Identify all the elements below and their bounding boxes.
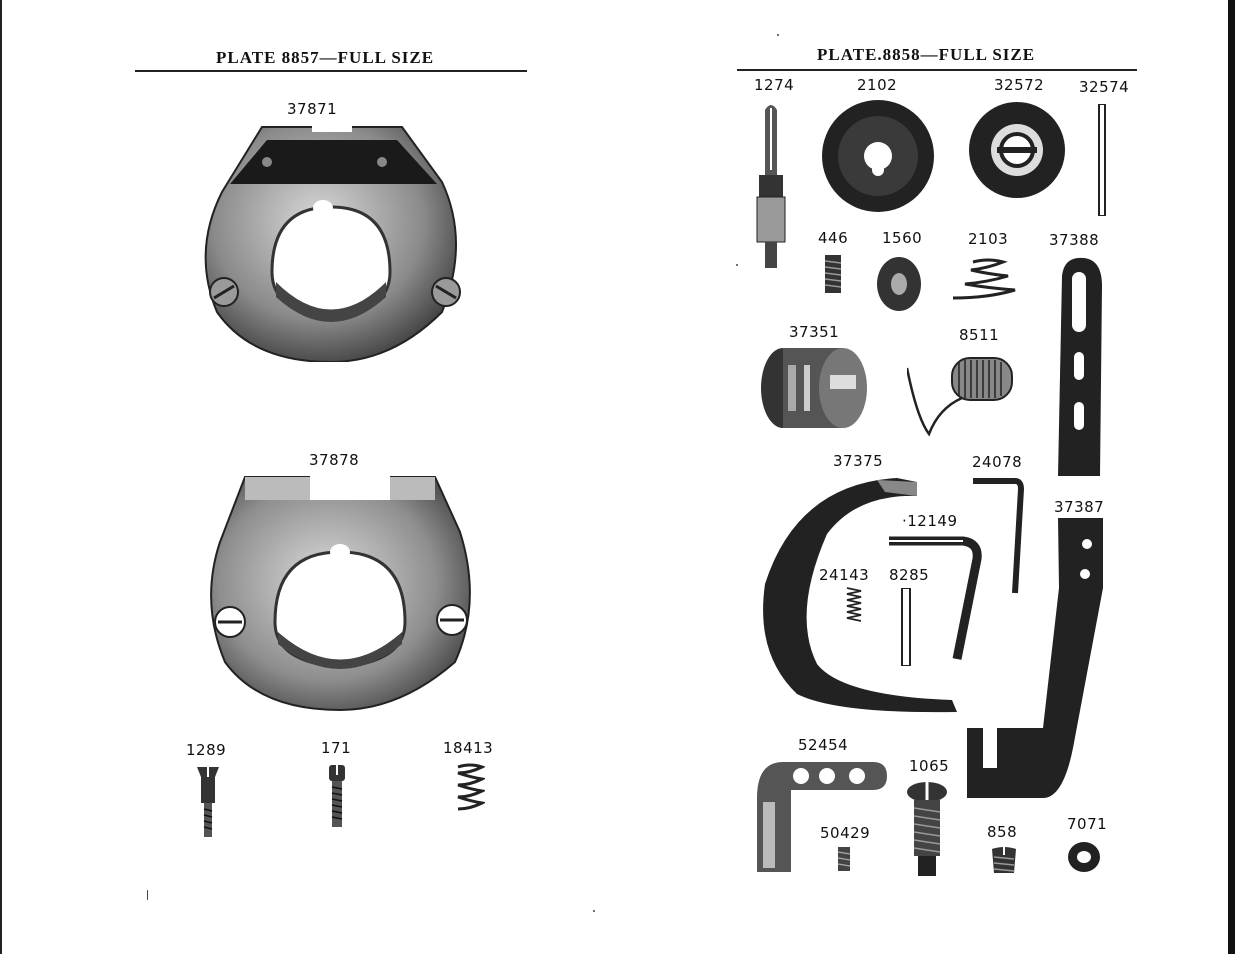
part-label-8285: 8285 [889, 566, 930, 584]
plate-title-left: PLATE 8857—FULL SIZE [216, 48, 435, 67]
part-7071-washer-image [1066, 840, 1102, 874]
part-171-screw-image [326, 763, 348, 829]
part-52454-bracket-image [753, 758, 889, 874]
print-speck [147, 890, 148, 900]
part-2103-spring-image [943, 256, 1033, 302]
part-label-52454: 52454 [798, 736, 849, 754]
part-label-1274: 1274 [754, 76, 795, 94]
part-1560-nut-image [875, 255, 923, 313]
print-speck [777, 34, 779, 36]
part-12149-bent-rod-image [885, 533, 985, 663]
part-label-32574: 32574 [1079, 78, 1130, 96]
part-label-32572: 32572 [994, 76, 1045, 94]
part-label-8511: 8511 [959, 326, 1000, 344]
part-label-446: 446 [818, 229, 849, 247]
part-label-858: 858 [987, 823, 1018, 841]
part-8511-coil-spring-image [907, 348, 1017, 438]
part-37375-curved-arm-image [757, 474, 957, 714]
part-label-7071: 7071 [1067, 815, 1108, 833]
part-37878-bobbin-case-image [200, 472, 480, 712]
part-label-12149: ·12149 [902, 512, 958, 530]
part-label-2102: 2102 [857, 76, 898, 94]
part-label-1065: 1065 [909, 757, 950, 775]
part-1274-pin-image [753, 100, 789, 270]
plate-8858-page: PLATE.8858—FULL SIZE 1274 2102 32572 325… [617, 0, 1235, 954]
plate-8857-page: PLATE 8857—FULL SIZE 37871 37878 [0, 0, 617, 954]
part-label-37878: 37878 [309, 451, 360, 469]
page-edge-right [1228, 0, 1235, 954]
print-speck [736, 264, 738, 266]
part-label-24143: 24143 [819, 566, 870, 584]
part-32572-disc-image [967, 100, 1067, 200]
part-1289-screw-image [195, 763, 221, 839]
plate-title-right: PLATE.8858—FULL SIZE [817, 45, 1036, 64]
part-858-screw-image [990, 845, 1018, 875]
page-edge-left [0, 0, 2, 954]
part-37351-cam-image [758, 345, 870, 431]
part-label-1289: 1289 [186, 741, 227, 759]
part-label-24078: 24078 [972, 453, 1023, 471]
part-1065-screw-image [904, 780, 950, 878]
part-label-37351: 37351 [789, 323, 840, 341]
part-32574-rod-image [1097, 104, 1107, 216]
part-label-37388: 37388 [1049, 231, 1100, 249]
part-label-37375: 37375 [833, 452, 884, 470]
part-446-setscrew-image [823, 253, 843, 295]
part-8285-pin-image [900, 588, 912, 666]
part-label-18413: 18413 [443, 739, 494, 757]
part-37871-bobbin-case-image [192, 122, 470, 362]
part-label-37871: 37871 [287, 100, 338, 118]
part-2102-disc-image [819, 97, 937, 215]
part-18413-spring-image [455, 763, 485, 813]
part-37388-guide-plate-image [1054, 256, 1106, 478]
part-37387-bracket-image [963, 518, 1105, 798]
part-label-37387: 37387 [1054, 498, 1105, 516]
print-speck [593, 910, 595, 912]
title-rule-right [737, 69, 1137, 71]
title-rule-left [135, 70, 527, 72]
part-label-2103: 2103 [968, 230, 1009, 248]
part-50429-setscrew-image [837, 846, 851, 872]
part-label-1560: 1560 [882, 229, 923, 247]
part-label-50429: 50429 [820, 824, 871, 842]
part-24078-bent-wire-image [969, 475, 1029, 595]
part-label-171: 171 [321, 739, 352, 757]
part-24143-spring-image [845, 586, 863, 622]
